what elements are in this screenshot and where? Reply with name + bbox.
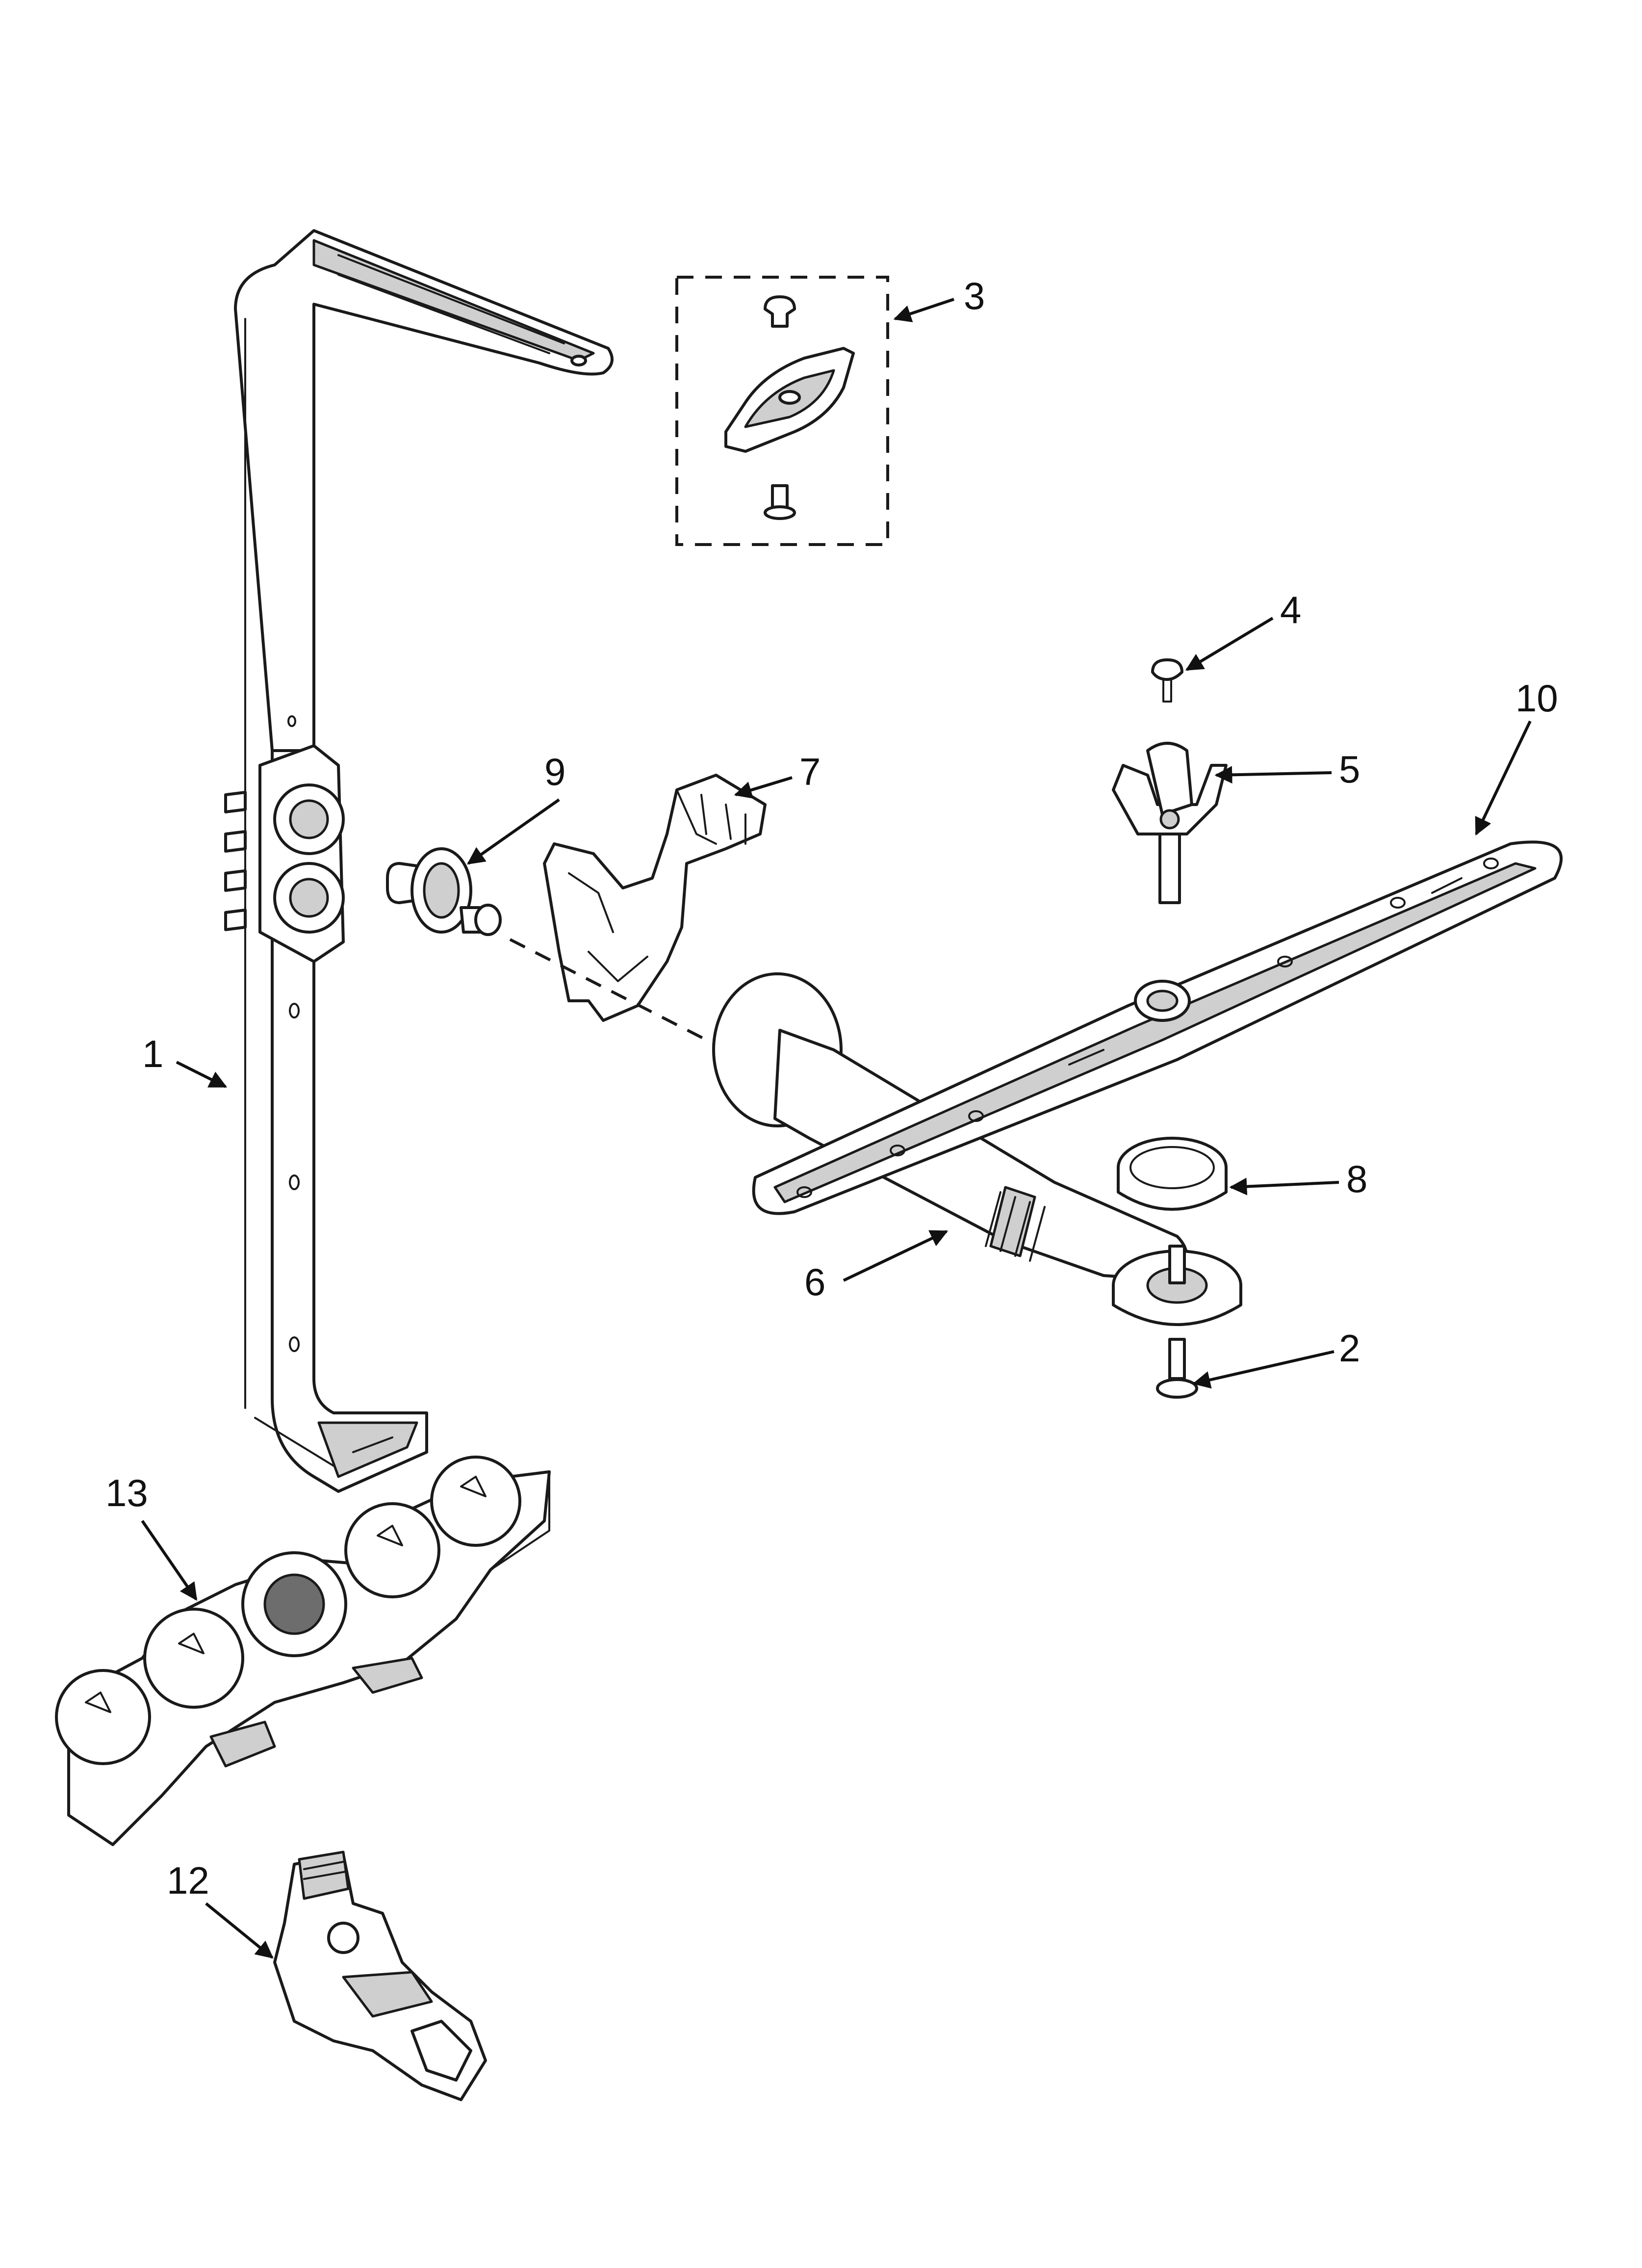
callout-7: 7 (799, 750, 821, 793)
callout-13: 13 (105, 1471, 148, 1514)
leader-lines (141, 298, 1532, 1959)
leader-4 (1185, 617, 1274, 671)
leader-7 (734, 776, 793, 799)
leader-6 (843, 1230, 949, 1282)
callout-10: 10 (1515, 677, 1558, 720)
leader-9 (467, 798, 560, 865)
diverter-part-12 (273, 1851, 487, 2101)
leader-1 (176, 1061, 228, 1088)
leader-5 (1214, 766, 1332, 784)
callout-12: 12 (167, 1859, 209, 1902)
spray-arm-mount-part-5 (1112, 742, 1228, 904)
leader-3 (893, 298, 954, 322)
valve-plug-part-9 (386, 847, 727, 1051)
bearing-kit-part-3 (675, 276, 889, 546)
screw-part-4 (1151, 658, 1183, 703)
callout-8: 8 (1346, 1157, 1367, 1200)
manifold-part-13 (55, 1456, 551, 1846)
callout-3: 3 (964, 274, 985, 317)
leader-13 (141, 1520, 198, 1601)
ring-part-8 (1117, 1137, 1228, 1211)
supply-tube-part-1 (224, 229, 614, 1493)
callout-labels: 1 2 3 4 5 6 7 8 9 10 12 13 (105, 274, 1558, 1902)
feed-tube-part-6 (712, 972, 1188, 1282)
leader-12 (205, 1902, 274, 1959)
callout-4: 4 (1280, 588, 1301, 631)
leader-8 (1229, 1177, 1339, 1196)
callout-6: 6 (804, 1260, 825, 1303)
spray-arm-part-10 (752, 840, 1563, 1215)
leader-10 (1475, 720, 1532, 836)
callout-2: 2 (1339, 1327, 1360, 1370)
callout-5: 5 (1339, 748, 1360, 791)
callout-9: 9 (544, 750, 565, 793)
callout-1: 1 (142, 1032, 163, 1075)
bracket-part-7 (543, 774, 767, 1022)
hub-and-screw-part-2 (1112, 1245, 1242, 1399)
leader-2 (1192, 1350, 1334, 1389)
